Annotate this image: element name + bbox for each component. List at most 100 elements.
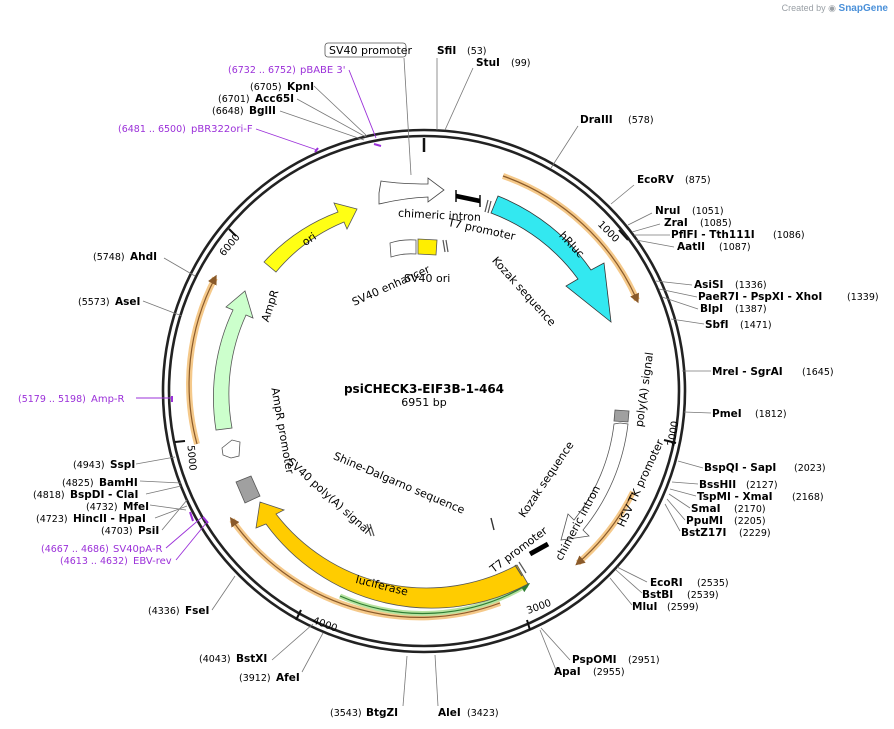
leader-draiii — [550, 125, 579, 169]
leader-ppumi — [666, 498, 686, 521]
primer-sv40pa-pos: (4667 .. 4686) — [41, 544, 109, 555]
enz-stui-pos: (99) — [511, 58, 531, 69]
ampr-orf-arc — [188, 274, 217, 445]
shine-dalgarno-mark-b — [369, 523, 375, 537]
enz-pflfi: PflFI - Tth111I — [671, 229, 755, 241]
enz-psii-pos: (4703) — [101, 526, 133, 537]
primer-mark-ebv — [202, 516, 209, 524]
sv40-promoter-label: SV40 promoter — [329, 44, 413, 57]
t7-bottom-marker — [528, 541, 550, 557]
enz-stui: StuI — [476, 57, 500, 69]
leader-blpi — [661, 296, 699, 310]
leader-tspmi — [669, 488, 697, 497]
hsv-tk-promoter-arrow — [560, 422, 629, 541]
enz-hincii: HincII - HpaI — [73, 513, 146, 525]
tick-marks — [174, 138, 677, 631]
enz-ahdi-pos: (5748) — [93, 252, 125, 263]
enz-asisi: AsiSI — [694, 279, 723, 291]
enz-pflfi-pos: (1086) — [773, 230, 805, 241]
leader-hincii — [154, 505, 188, 519]
enz-bsshii: BssHII — [699, 479, 736, 491]
enz-sspi: SspI — [110, 459, 135, 471]
leader-btgzi — [402, 655, 408, 707]
leader-pbabe — [348, 69, 377, 139]
leader-stui — [444, 67, 474, 131]
polya-right-box — [613, 409, 630, 423]
leader-sv40-promoter — [403, 57, 412, 176]
enz-tspmi: TspMI - XmaI — [697, 491, 773, 503]
kozak-top-mark-a — [484, 199, 489, 213]
ampr-promoter-arrow — [221, 439, 241, 459]
enz-bstz17i: BstZ17I — [681, 527, 726, 539]
enz-asei: AseI — [115, 296, 140, 308]
enz-ecori: EcoRI — [650, 577, 683, 589]
enz-nrui-pos: (1051) — [692, 206, 724, 217]
leader-apai — [539, 629, 557, 671]
primer-pbabe-name: pBABE 3' — [300, 65, 346, 76]
leader-acc65i — [296, 98, 367, 138]
enz-smai: SmaI — [691, 503, 721, 515]
enz-psii: PsiI — [138, 525, 159, 537]
primer-pbr322-pos: (6481 .. 6500) — [118, 124, 186, 135]
enz-bspqi-pos: (2023) — [794, 463, 826, 474]
enz-sbfi: SbfI — [705, 319, 729, 331]
leader-ecorv — [610, 184, 635, 205]
credit-brand: SnapGene — [838, 3, 888, 14]
enz-asisi-pos: (1336) — [735, 280, 767, 291]
primer-mark-sv40pa — [189, 511, 194, 522]
leader-smai — [668, 493, 691, 509]
leader-aatii — [635, 239, 675, 248]
kozak-inner-bottom-mark — [490, 517, 495, 531]
enz-alei-pos: (3423) — [467, 708, 499, 719]
enz-ecorv-pos: (875) — [685, 175, 711, 186]
enz-acc65i: Acc65I — [255, 93, 294, 105]
enz-afei: AfeI — [276, 672, 300, 684]
label-kozak-bottom: Kozak sequence — [516, 439, 577, 520]
leader-alei — [434, 654, 439, 707]
leader-sv40pa-r — [165, 517, 202, 549]
enz-bstxi: BstXI — [236, 653, 267, 665]
snapgene-logo-icon: ◉ — [828, 3, 837, 13]
leader-ebv-rev — [175, 521, 208, 561]
ori-arrow — [263, 202, 358, 273]
enz-smai-pos: (2170) — [734, 504, 766, 515]
leader-kpni — [313, 85, 368, 137]
ampr-orf-glow — [186, 276, 218, 445]
enz-nrui: NruI — [655, 205, 680, 217]
enz-ppumi-pos: (2205) — [734, 516, 766, 527]
enz-bstz17i-pos: (2229) — [739, 528, 771, 539]
enz-sbfi-pos: (1471) — [740, 320, 772, 331]
sv40-promoter-box — [324, 42, 407, 58]
enz-pmei-pos: (1812) — [755, 409, 787, 420]
enz-bstbi-pos: (2539) — [687, 590, 719, 601]
credit-prefix: Created by — [781, 3, 826, 13]
enz-pmei: PmeI — [712, 408, 742, 420]
enz-mlui-pos: (2599) — [667, 602, 699, 613]
tick-3000 — [526, 619, 531, 631]
enz-tspmi-pos: (2168) — [792, 492, 824, 503]
enz-acc65i-pos: (6701) — [218, 94, 250, 105]
primer-ebv-name: EBV-rev — [133, 556, 172, 567]
ampr-arrow — [213, 290, 254, 431]
leader-ecori — [616, 566, 648, 583]
enzyme-leader-lines — [135, 57, 712, 707]
enz-bspdi: BspDI - ClaI — [70, 489, 138, 501]
leader-bspdi — [145, 485, 182, 495]
leader-ahdi — [163, 257, 196, 277]
enz-sfii-pos: (53) — [467, 46, 487, 57]
backbone-outer-ring — [161, 128, 687, 654]
kozak-inner-mark-b — [445, 239, 449, 253]
primer-leader-lines — [136, 69, 377, 561]
primer-marks — [171, 143, 382, 524]
enz-aatii-pos: (1087) — [719, 242, 751, 253]
enz-apai-pos: (2955) — [593, 667, 625, 678]
leader-mlui — [609, 577, 633, 606]
enz-bspdi-pos: (4818) — [33, 490, 65, 501]
enz-blpi: BlpI — [700, 303, 723, 315]
enz-afei-pos: (3912) — [239, 673, 271, 684]
label-kozak-top: Kozak sequence — [489, 254, 558, 329]
leader-bspqi — [677, 460, 704, 469]
leader-sspi — [135, 456, 176, 465]
leader-asei — [142, 300, 183, 317]
